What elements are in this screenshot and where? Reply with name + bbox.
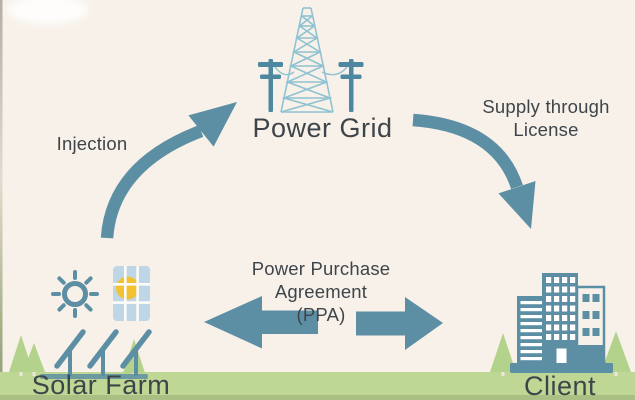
ppa-arrow-left <box>204 296 318 349</box>
transmission-tower-icon <box>280 7 334 113</box>
utility-pole-left-icon <box>258 59 283 112</box>
power-grid-icon <box>258 7 364 113</box>
ppa-arrow-right <box>356 297 443 350</box>
building-left <box>517 296 546 363</box>
injection-arrow <box>100 102 237 239</box>
solar-panel-icon <box>113 266 150 321</box>
solar-array-icon <box>40 329 152 379</box>
ppa-label-line1: Power Purchase <box>251 258 391 279</box>
building-base <box>510 363 613 373</box>
tree-icon <box>23 343 45 376</box>
injection-label: Injection <box>56 133 128 154</box>
supply-label: Supply through License <box>478 95 614 141</box>
left-edge-strip <box>0 0 3 400</box>
supply-label-line1: Supply through <box>482 96 610 117</box>
tree-icon <box>490 333 516 376</box>
supply-arrow <box>412 113 536 229</box>
door <box>556 348 567 363</box>
client-label: Client <box>523 371 597 400</box>
building-middle <box>542 273 578 363</box>
solar-farm-label: Solar Farm <box>31 370 171 400</box>
tree-icon <box>601 331 631 376</box>
solar-farm-icon <box>40 266 152 379</box>
building-right <box>575 285 606 365</box>
sun-icon <box>51 270 99 318</box>
power-grid-label: Power Grid <box>252 113 393 143</box>
cloud-highlight <box>8 0 88 24</box>
supply-label-line2: License <box>513 119 579 140</box>
client-buildings-icon <box>510 273 613 373</box>
ppa-label-line3: (PPA) <box>296 304 346 325</box>
ppa-label-line2: Agreement <box>274 281 368 302</box>
utility-pole-right-icon <box>338 59 364 112</box>
ppa-label: Power Purchase Agreement (PPA) <box>237 257 405 326</box>
